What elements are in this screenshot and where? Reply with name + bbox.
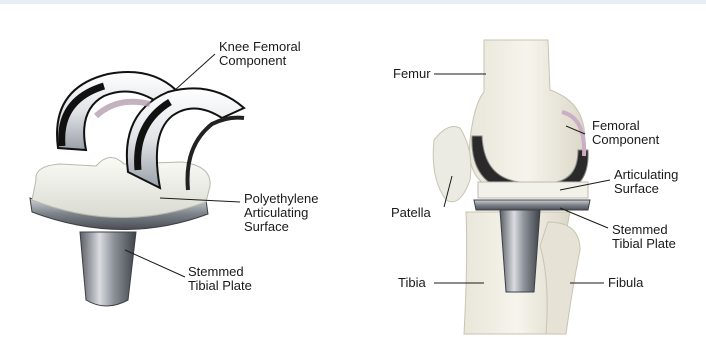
- articulating-surface: [478, 182, 588, 198]
- label-fibula: Fibula: [608, 276, 643, 290]
- label-tibia: Tibia: [398, 276, 426, 290]
- label-left-stemmed-tibial-plate: Stemmed Tibial Plate: [188, 265, 252, 293]
- label-femoral-component: Femoral Component: [592, 119, 659, 147]
- label-femur: Femur: [393, 67, 431, 81]
- label-polyethylene-articulating-surface: Polyethylene Articulating Surface: [244, 192, 318, 234]
- right-knee: [433, 40, 590, 334]
- right-tibial-stem: [500, 210, 540, 292]
- label-patella: Patella: [391, 206, 431, 220]
- label-right-stemmed-tibial-plate: Stemmed Tibial Plate: [612, 223, 676, 251]
- poly-insert: [32, 157, 210, 217]
- label-knee-femoral-component: Knee Femoral Component: [219, 40, 301, 68]
- right-tibial-plate: [474, 200, 590, 210]
- patella-bone: [433, 127, 471, 202]
- tibial-stem: [80, 232, 136, 306]
- label-articulating-surface: Articulating Surface: [614, 168, 678, 196]
